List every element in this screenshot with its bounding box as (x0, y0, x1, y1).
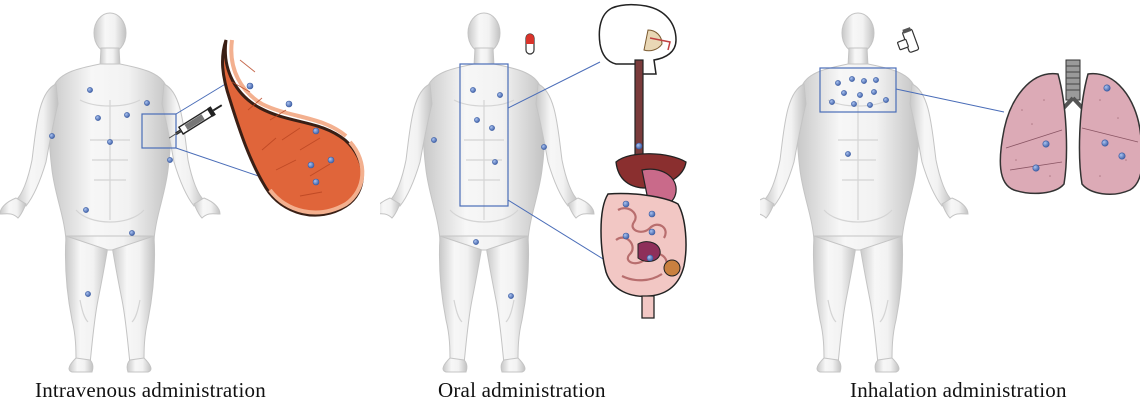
intravenous-caption: Intravenous administration (35, 378, 266, 403)
intravenous-illustration (0, 0, 380, 408)
lungs-icon (1000, 60, 1140, 194)
blood-vessel-icon (223, 40, 363, 215)
inhalation-caption: Inhalation administration (850, 378, 1067, 403)
oral-caption: Oral administration (438, 378, 606, 403)
human-body-figure (380, 13, 594, 372)
inhalation-illustration (760, 0, 1140, 408)
digestive-system-icon (599, 5, 686, 318)
intravenous-panel: Intravenous administration (0, 0, 380, 408)
inhalation-panel: Inhalation administration (760, 0, 1140, 408)
capsule-icon (526, 34, 534, 54)
oral-illustration (380, 0, 760, 408)
human-body-figure (0, 13, 220, 372)
oral-panel: Oral administration (380, 0, 760, 408)
human-body-figure (760, 13, 968, 372)
inhaler-icon (894, 27, 919, 56)
